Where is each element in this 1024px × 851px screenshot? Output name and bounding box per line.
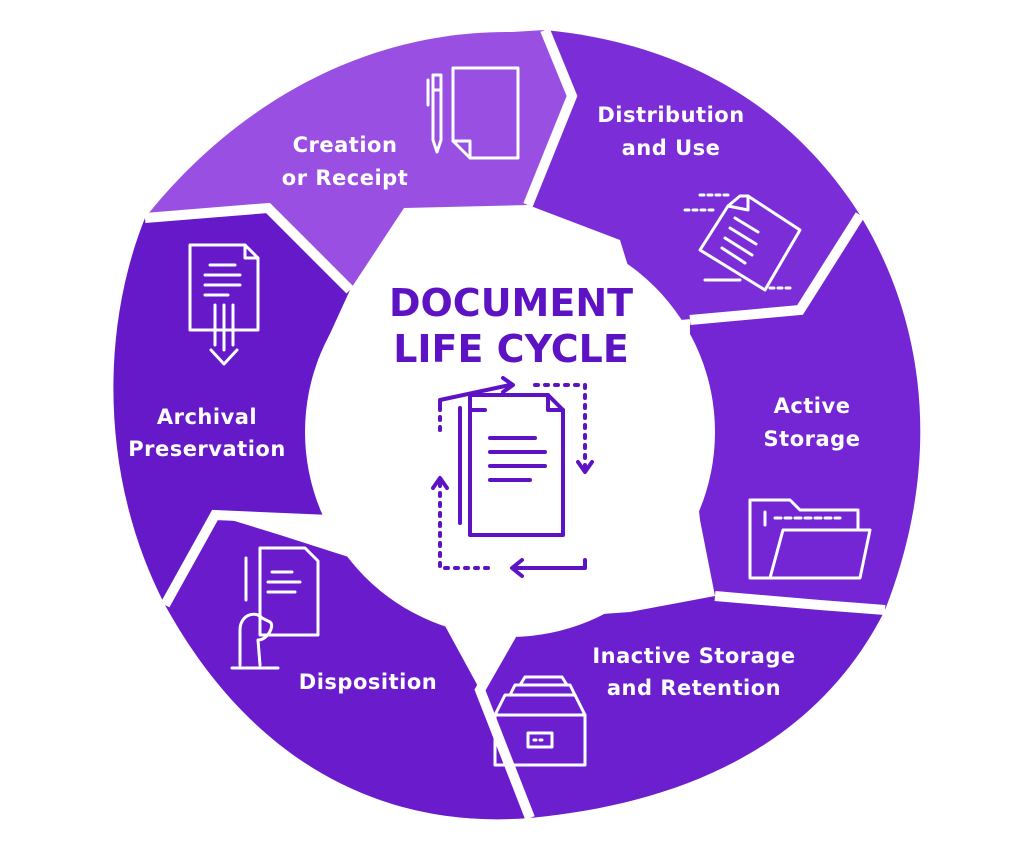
- segment-inactive-storage: [480, 596, 885, 818]
- svg-text:or Receipt: or Receipt: [282, 166, 408, 190]
- svg-text:Preservation: Preservation: [128, 437, 286, 461]
- cycle-document-icon: [431, 376, 594, 578]
- label-creation: Creation or Receipt: [282, 133, 408, 190]
- svg-text:Distribution: Distribution: [597, 103, 744, 127]
- folder-icon: [748, 498, 872, 580]
- document-download-icon: [188, 243, 260, 366]
- svg-text:and Use: and Use: [622, 136, 721, 160]
- label-active-storage: Active Storage: [764, 394, 861, 451]
- svg-text:Disposition: Disposition: [299, 670, 437, 694]
- sending-document-icon: [683, 193, 802, 292]
- hand-document-icon: [230, 546, 320, 670]
- segment-active-storage: [690, 215, 921, 610]
- label-inactive-storage: Inactive Storage and Retention: [592, 644, 795, 700]
- file-drawer-icon: [493, 675, 587, 767]
- segment-disposition: [165, 515, 530, 820]
- segment-archival: [113, 208, 350, 605]
- svg-text:Archival: Archival: [157, 405, 257, 429]
- label-archival: Archival Preservation: [128, 405, 286, 461]
- svg-text:and Retention: and Retention: [607, 676, 781, 700]
- segment-creation: [145, 30, 572, 290]
- center-circle: [305, 227, 715, 637]
- pen-document-icon: [426, 66, 520, 160]
- svg-text:Active: Active: [774, 394, 851, 418]
- label-disposition: Disposition: [299, 670, 437, 694]
- center-title-line-1: DOCUMENT: [389, 281, 633, 325]
- svg-text:Creation: Creation: [293, 133, 398, 157]
- center-title-line-2: LIFE CYCLE: [393, 327, 629, 371]
- svg-text:Storage: Storage: [764, 427, 861, 451]
- label-distribution: Distribution and Use: [597, 103, 744, 160]
- svg-text:Inactive Storage: Inactive Storage: [592, 644, 795, 668]
- segment-distribution: [528, 30, 860, 320]
